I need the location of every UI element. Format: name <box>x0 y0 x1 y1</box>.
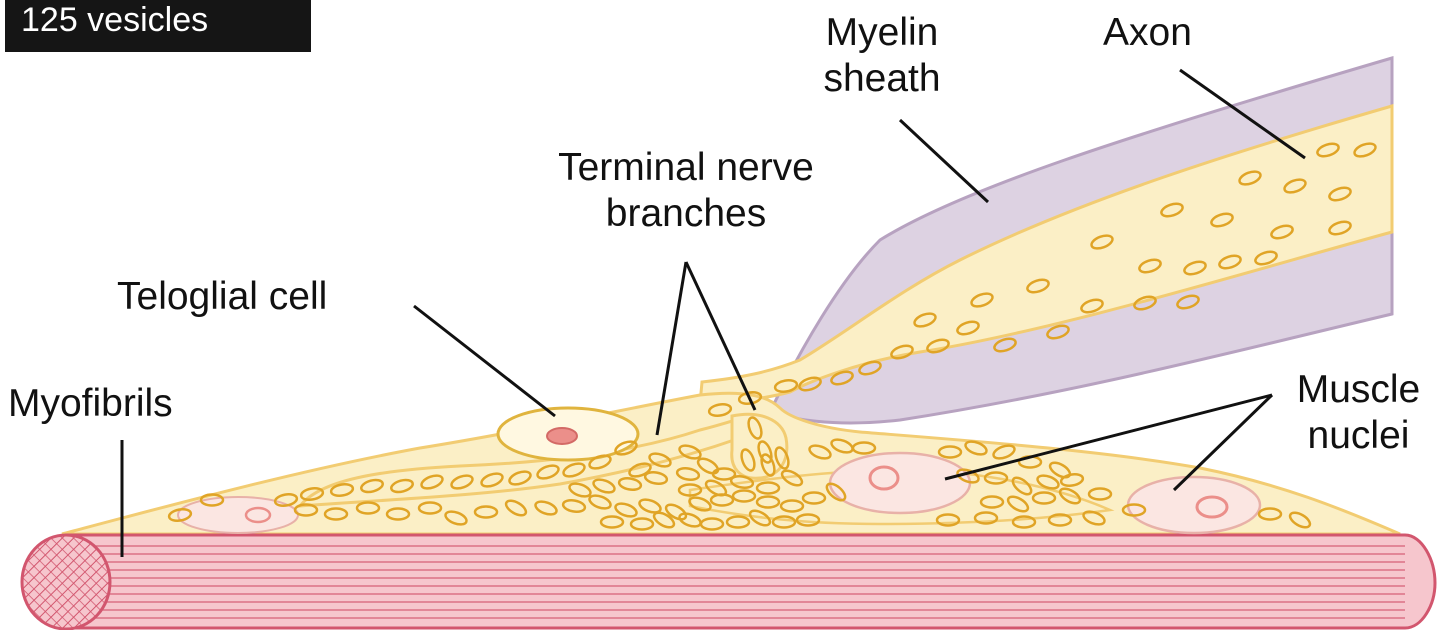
leader-teloglial <box>414 306 555 416</box>
label-teloglial-cell: Teloglial cell <box>117 274 327 320</box>
muscle-nucleus-right <box>1128 477 1260 533</box>
label-muscle-nuclei: Muscle nuclei <box>1276 367 1441 459</box>
label-myelin-sheath: Myelin sheath <box>792 10 972 102</box>
label-terminal-nerve-branches: Terminal nerve branches <box>486 145 886 237</box>
muscle-nucleus-center <box>830 453 970 513</box>
vesicle-count-badge: 125 vesicles <box>5 0 311 52</box>
label-axon: Axon <box>1103 10 1192 56</box>
label-myofibrils: Myofibrils <box>8 381 173 427</box>
muscle-nucleus-left <box>178 497 298 533</box>
leader-myelin <box>900 120 988 202</box>
myofibril <box>22 535 1435 629</box>
myofibril-bundle-icon <box>22 535 110 629</box>
